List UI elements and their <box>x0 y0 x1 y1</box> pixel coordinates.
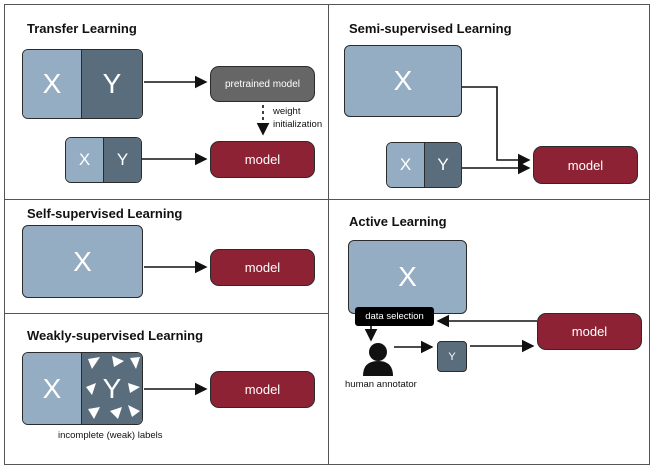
transfer-small-xy-box: X Y <box>65 137 142 183</box>
self-x-box: X <box>22 225 143 298</box>
weak-title: Weakly-supervised Learning <box>27 328 204 343</box>
weight-init-label-1: weight <box>273 106 301 117</box>
active-y-box: Y <box>437 341 467 372</box>
weak-y-area: Y <box>82 353 142 424</box>
x-label: X <box>387 143 425 187</box>
self-title: Self-supervised Learning <box>27 206 183 221</box>
arrow-semi-unlabeled-to-model <box>462 86 531 167</box>
semi-model-box: model <box>533 146 638 184</box>
semi-small-xy-box: X Y <box>386 142 462 188</box>
x-label: X <box>23 50 82 118</box>
human-annotator-label: human annotator <box>345 379 417 390</box>
active-x-box: X <box>348 240 467 314</box>
x-label: X <box>23 353 82 424</box>
weak-caption: incomplete (weak) labels <box>58 430 163 441</box>
data-selection-box: data selection <box>355 307 434 326</box>
pretrained-model-box: pretrained model <box>210 66 315 102</box>
triangles-icon <box>86 356 140 419</box>
weak-xy-box: X Y <box>22 352 143 425</box>
y-label: Y <box>82 50 142 118</box>
person-icon <box>363 343 393 376</box>
semi-title: Semi-supervised Learning <box>349 21 512 36</box>
y-label: Y <box>104 138 141 182</box>
weight-init-label-2: initialization <box>273 119 323 130</box>
y-label: Y <box>425 143 461 187</box>
self-model-box: model <box>210 249 315 286</box>
x-label: X <box>66 138 104 182</box>
y-label: Y <box>102 372 122 404</box>
transfer-title: Transfer Learning <box>27 21 137 36</box>
weak-model-box: model <box>210 371 315 408</box>
semi-x-box: X <box>344 45 462 117</box>
transfer-model-box: model <box>210 141 315 178</box>
active-model-box: model <box>537 313 642 350</box>
transfer-xy-box: X Y <box>22 49 143 119</box>
active-title: Active Learning <box>349 214 447 229</box>
